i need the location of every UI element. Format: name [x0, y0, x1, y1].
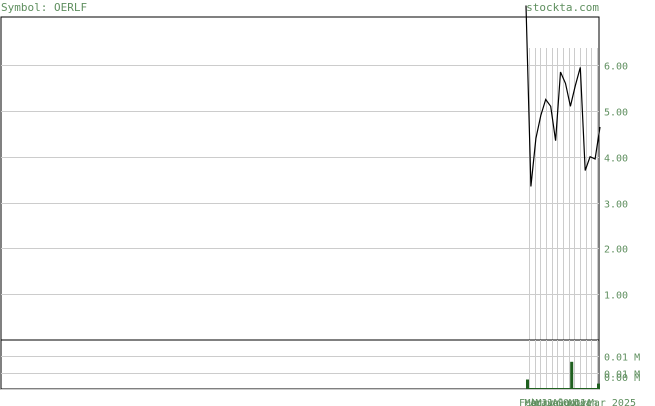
x-tick-label: Mar 2025	[588, 398, 636, 406]
volume-panel: 0.01 M0.01 M0.00 M	[0, 339, 640, 390]
brand-label: stockta.com	[526, 1, 599, 14]
volume-tick-label: 0.01 M	[604, 353, 640, 364]
x-tick-label: Apr	[530, 398, 548, 406]
x-tick-label: Aug	[552, 398, 570, 406]
volume-tick-label: 0.00 M	[604, 373, 640, 384]
price-tick-label: 1.00	[604, 291, 628, 302]
volume-bar	[597, 383, 600, 389]
x-tick-label: Oct	[563, 398, 581, 406]
price-tick-label: 4.00	[604, 154, 628, 165]
volume-bar	[570, 361, 574, 389]
x-tick-label: Dec	[574, 398, 592, 406]
price-tick-label: 5.00	[604, 108, 628, 119]
x-tick-label: May	[536, 398, 554, 406]
x-tick-label: Feb	[519, 398, 537, 406]
price-series-line	[525, 5, 601, 187]
x-tick-label: Jun	[541, 398, 559, 406]
price-tick-label: 6.00	[604, 62, 628, 73]
x-tick-label: Sep	[558, 398, 576, 406]
price-tick-label: 2.00	[604, 245, 628, 256]
volume-tick-label: 0.01 M	[604, 370, 640, 381]
price-tick-label: 3.00	[604, 200, 628, 211]
x-tick-label: Jul	[547, 398, 565, 406]
price-panel: 1.00 2.00 3.00 4.00 5.00 6.00	[0, 5, 628, 341]
x-tick-label: Nov	[569, 398, 587, 406]
x-tick-label: Mar	[525, 398, 543, 406]
x-axis: FebMarAprMayJunJulAugSepOctNovDecJanMar …	[519, 398, 636, 406]
volume-frame	[0, 339, 600, 390]
volume-bar	[526, 379, 529, 389]
price-frame	[0, 16, 600, 341]
x-tick-label: Jan	[580, 398, 598, 406]
symbol-label: Symbol: OERLF	[1, 1, 87, 14]
